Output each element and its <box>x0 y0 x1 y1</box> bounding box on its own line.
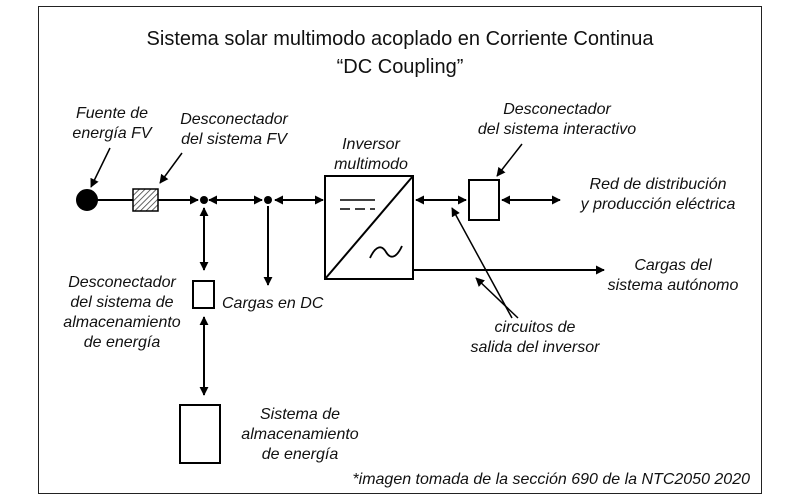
source-note: *imagen tomada de la sección 690 de la N… <box>352 471 750 488</box>
pv-disconnect-pointer <box>159 152 183 184</box>
inverter-circuits-pointer-1 <box>451 207 513 319</box>
storage-box <box>179 404 221 464</box>
pv-disconnect-box <box>132 188 159 212</box>
pv-source-pointer <box>90 147 111 188</box>
dc-node-2 <box>264 196 272 204</box>
diagram-title: Sistema solar multimodo acoplado en Corr… <box>146 28 654 50</box>
pv-source-node <box>76 189 98 211</box>
inverter-circuits-pointer-2 <box>475 277 519 319</box>
inverter-box <box>324 175 414 280</box>
storage-disconnect-box <box>192 280 215 309</box>
diagram-subtitle: “DC Coupling” <box>336 56 464 78</box>
inverter-diagonal <box>324 175 414 280</box>
ac-wave-icon <box>369 245 403 259</box>
interactive-disconnect-pointer <box>496 143 523 177</box>
dc-loads-label: Cargas en DC <box>222 295 324 312</box>
interactive-disconnect-box <box>468 179 500 221</box>
dc-node-1 <box>200 196 208 204</box>
